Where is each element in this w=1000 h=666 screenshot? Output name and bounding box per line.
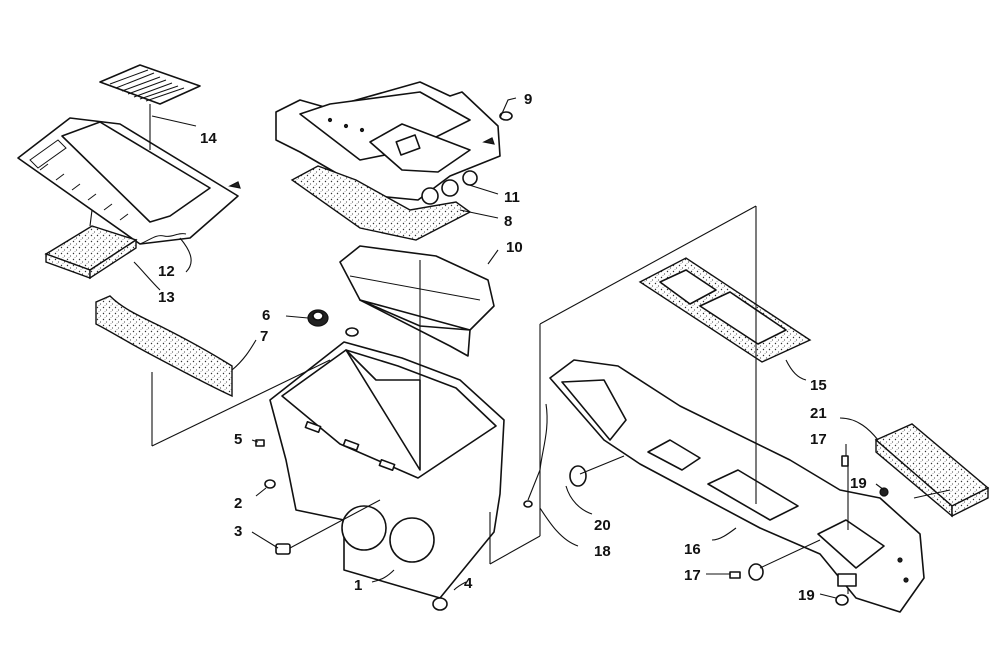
callout-17-upper: 17: [810, 431, 827, 448]
part-16-console-housing: [549, 359, 925, 613]
callout-16: 16: [684, 541, 701, 558]
callout-21: 21: [810, 405, 827, 422]
part-6-grommet: [307, 309, 359, 337]
part-5-clip: [255, 439, 265, 447]
callout-8: 8: [504, 213, 512, 230]
callout-4: 4: [464, 575, 473, 592]
part-14-vent-grille: [99, 64, 201, 105]
part-8-foam-gasket: [290, 165, 472, 241]
part-19-nut-upper: [879, 487, 889, 497]
callout-19-upper: 19: [850, 475, 867, 492]
callout-2: 2: [234, 495, 242, 512]
part-3-clamp: [275, 543, 291, 555]
callout-13: 13: [158, 289, 175, 306]
part-13-filter-block: [44, 225, 138, 280]
callout-19-lower: 19: [798, 587, 815, 604]
callout-20: 20: [594, 517, 611, 534]
part-20-grommet: [569, 465, 587, 487]
part-7-foam-strip: [95, 295, 233, 398]
callout-1: 1: [354, 577, 362, 594]
callout-3: 3: [234, 523, 242, 540]
callout-14: 14: [200, 130, 217, 147]
callout-12: 12: [158, 263, 175, 280]
part-4-nut: [432, 597, 448, 611]
callout-6: 6: [262, 307, 270, 324]
callout-15: 15: [810, 377, 827, 394]
part-2-screw: [264, 479, 276, 489]
part-15-gasket-frame: [638, 257, 812, 363]
callout-labels: 1 2 3 4 5 6 7 8 9 10 11 12 13 14 15 16 1…: [158, 91, 867, 604]
callout-10: 10: [506, 239, 523, 256]
part-17-screw-upper: [841, 455, 849, 467]
callout-18: 18: [594, 543, 611, 560]
part-12-top-cover-panel: [17, 117, 241, 245]
part-10-intake-housing: [339, 245, 495, 357]
leader-lines: [89, 97, 951, 599]
part-9-screw: [499, 111, 513, 121]
callout-11: 11: [504, 189, 520, 206]
part-19-nut-lower: [835, 594, 849, 606]
callout-7: 7: [260, 328, 268, 345]
part-21-foam-block: [874, 423, 990, 518]
part-1-airbox-lower: [269, 341, 505, 599]
callout-9: 9: [524, 91, 532, 108]
part-17-screw-lower: [729, 563, 764, 581]
callout-17-lower: 17: [684, 567, 701, 584]
part-18-tube: [523, 403, 548, 508]
callout-5: 5: [234, 431, 242, 448]
